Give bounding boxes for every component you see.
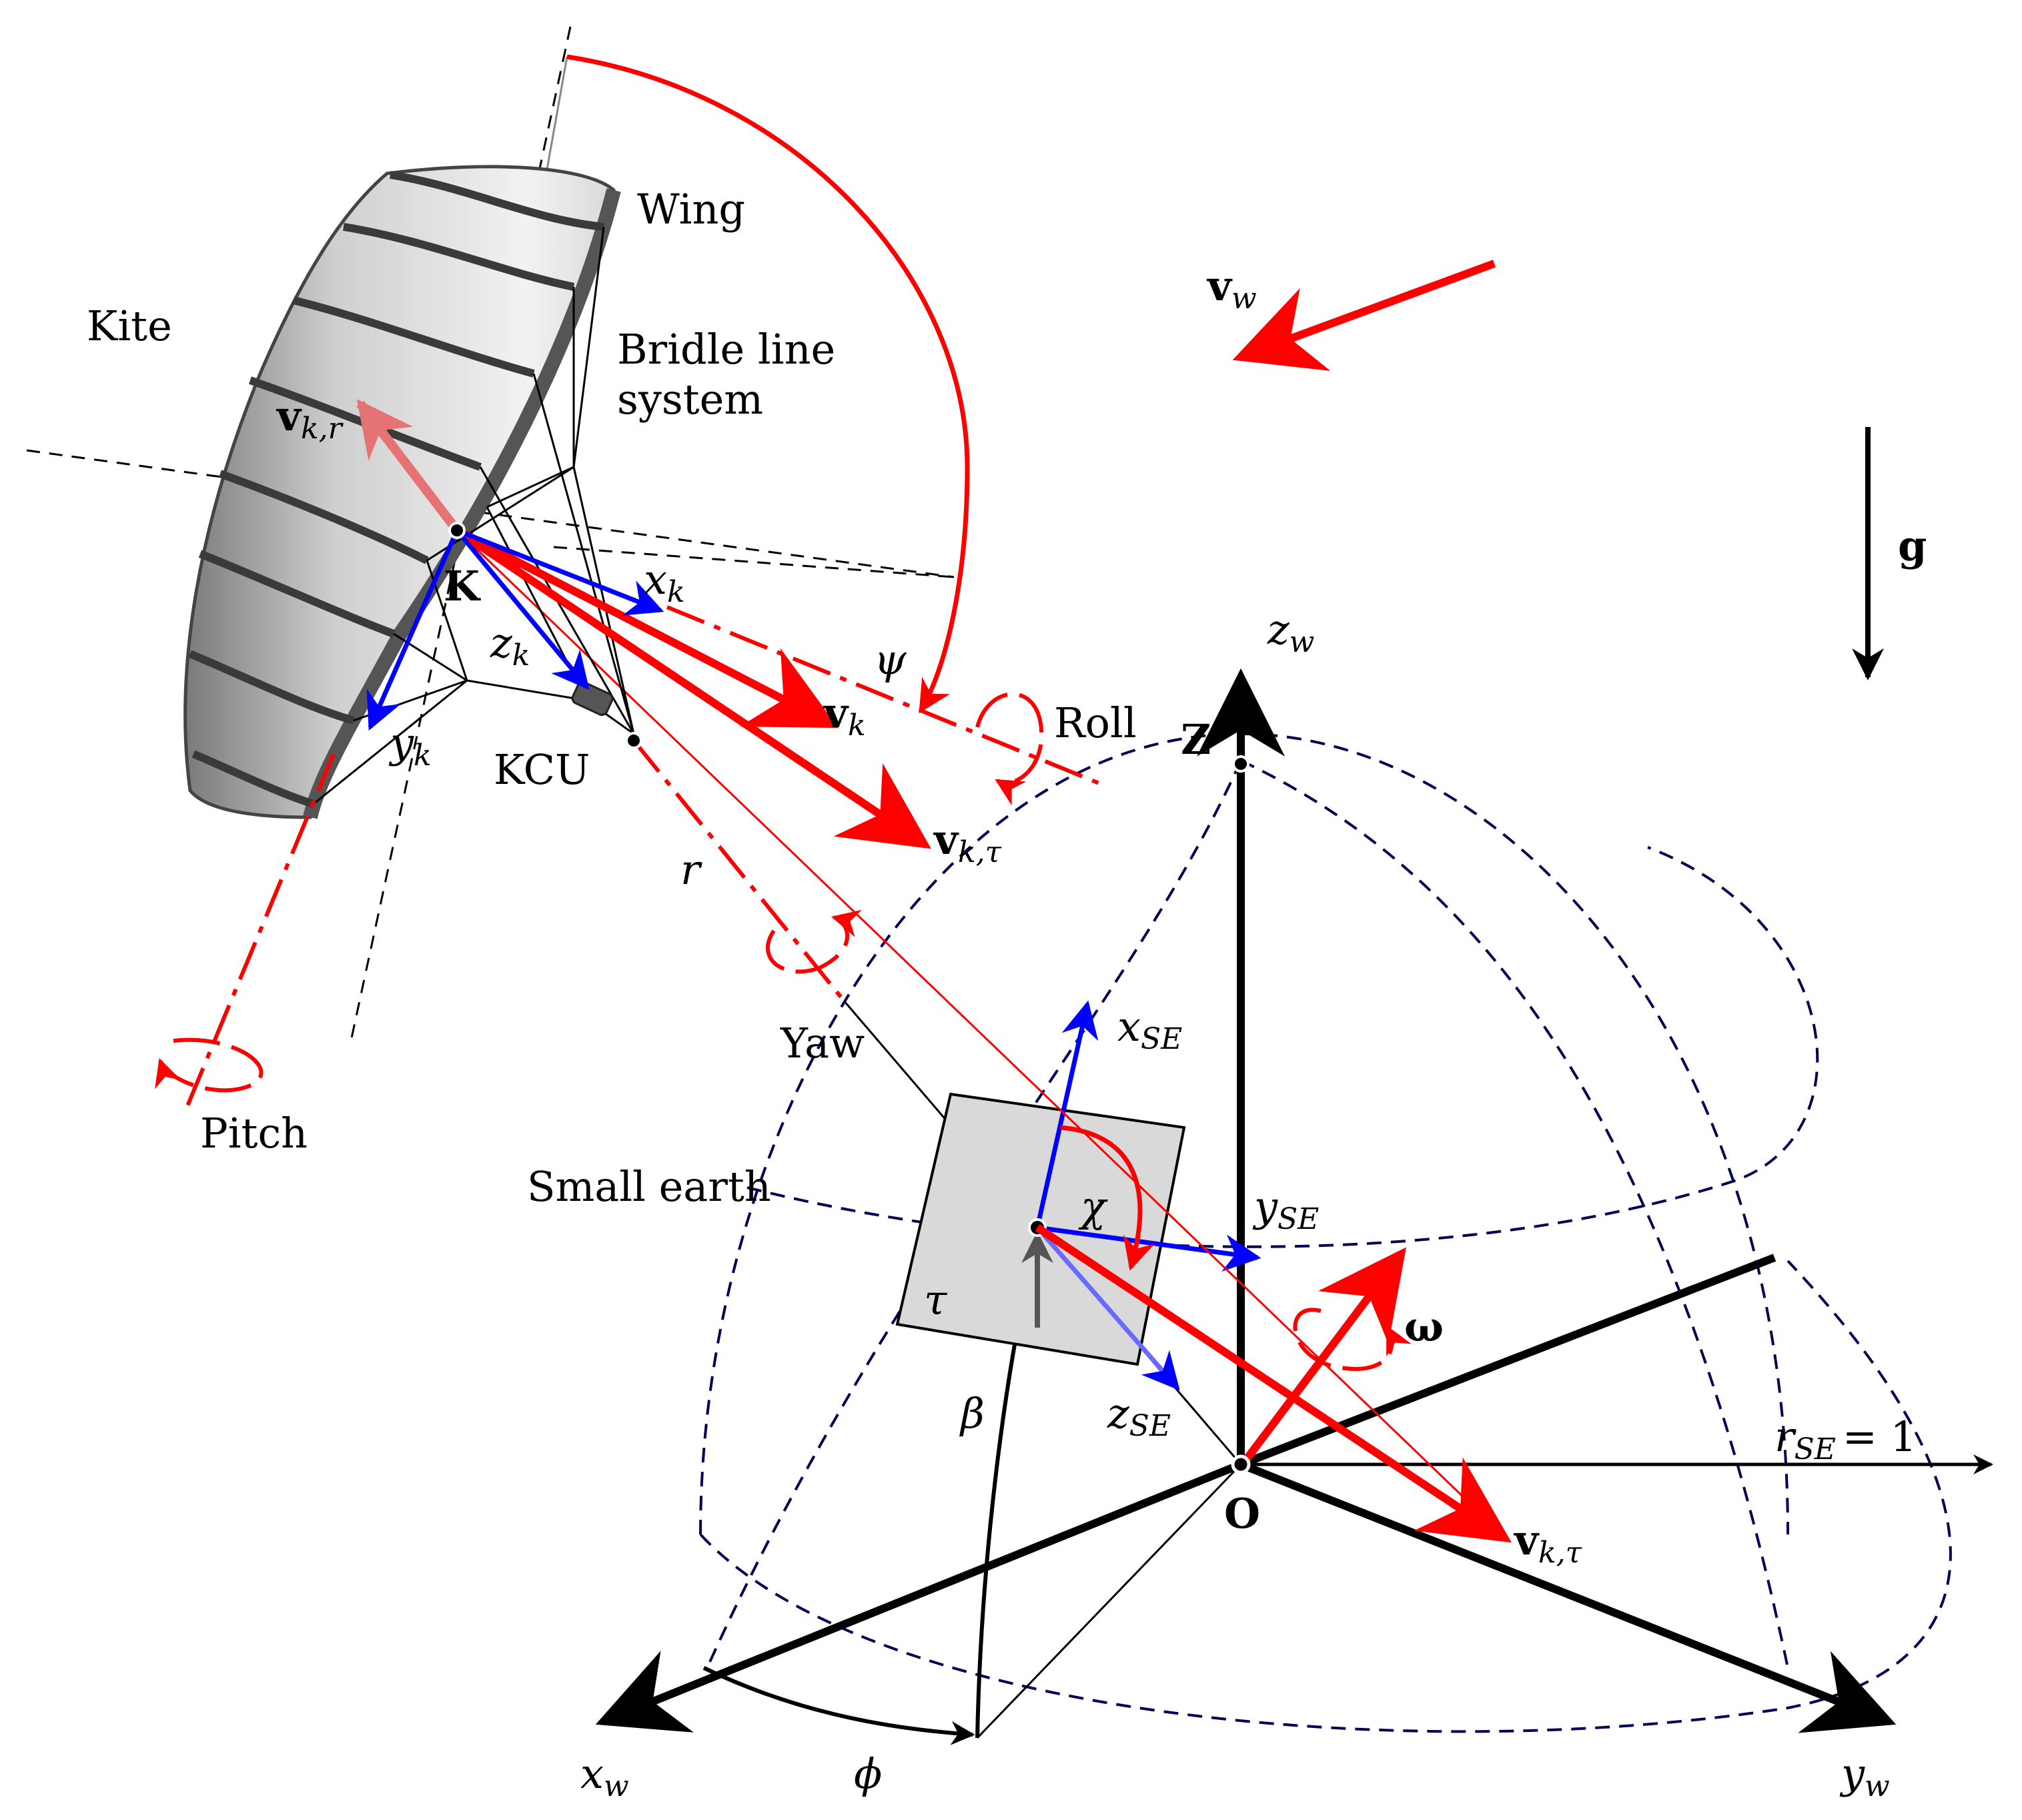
kite-frame: [366, 528, 664, 731]
wind-frame: [595, 668, 1993, 1745]
psi-reference-dashed: [553, 546, 955, 578]
bridle-label-line2: system: [617, 375, 763, 424]
kite-struts: [188, 171, 604, 808]
tau-label: τ: [924, 1276, 948, 1324]
x-k-axis: [456, 528, 664, 616]
v-k-arrow: [455, 526, 839, 729]
v-k-tau-lower-label: vk,τ: [1513, 1516, 1582, 1570]
v-k-r-arrow: [356, 399, 461, 534]
bridle-label-line1: Bridle line: [617, 325, 835, 374]
wing-label: Wing: [637, 185, 745, 234]
y-k-label: yk: [388, 719, 432, 773]
z-k-label: zk: [490, 618, 530, 672]
kcu-label: KCU: [494, 745, 590, 794]
point-k-label: K: [444, 562, 481, 610]
v-w-arrow: [1232, 260, 1496, 371]
chi-label: χ: [1078, 1182, 1108, 1231]
z-se-label: zSE: [1107, 1389, 1171, 1443]
z-w-label: zw: [1267, 605, 1314, 659]
v-k-r-label: vk,r: [276, 392, 344, 446]
roll-label: Roll: [1054, 699, 1137, 747]
yaw-axis: [632, 739, 846, 1002]
small-earth-sphere: [699, 732, 1952, 1733]
v-k-label: vk: [823, 689, 866, 743]
x-se-label: xSE: [1117, 1002, 1182, 1056]
thin-red-guide: [452, 526, 1469, 1502]
omega-arrow: [1243, 1247, 1406, 1462]
x-w-label: xw: [580, 1749, 629, 1803]
v-k-tau-upper-arrow: [454, 527, 931, 849]
velocity-vectors: [452, 260, 1512, 1543]
roll-rotation: [975, 692, 1044, 806]
v-k-tau-lower-arrow: [1035, 1224, 1512, 1543]
x-k-label: xk: [644, 555, 685, 609]
kite-horizon-dashed: [26, 449, 955, 578]
phi-label: ϕ: [854, 1749, 882, 1798]
chi-arc: [1060, 1125, 1155, 1271]
point-o-dot: [1231, 1454, 1251, 1474]
omega-rotation: [1293, 1308, 1412, 1371]
tether-length-label: r: [680, 845, 702, 894]
pitch-rotation: [155, 1037, 264, 1093]
v-k-tau-upper-label: vk,τ: [933, 815, 1002, 869]
y-w-label: yw: [1839, 1749, 1890, 1803]
small-earth-label: Small earth: [527, 1162, 771, 1211]
y-k-axis: [366, 529, 460, 731]
kite-label: Kite: [87, 302, 172, 350]
point-z-label: Z: [1181, 715, 1211, 764]
psi-label: ψ: [874, 635, 907, 684]
kcu-box: [571, 680, 614, 717]
sphere-parallel: [746, 846, 1819, 1248]
neg-y-w-axis: [1239, 1254, 1777, 1468]
z-se-axis: [1035, 1226, 1180, 1391]
v-w-label: vw: [1206, 262, 1257, 316]
kite: [26, 26, 955, 1045]
y-w-axis: [1239, 1460, 1897, 1733]
beta-label: β: [959, 1389, 985, 1438]
ground-projection: [976, 1463, 1242, 1739]
psi-arc: [566, 54, 970, 714]
omega-label: ω: [1404, 1302, 1444, 1351]
z-k-axis: [455, 528, 590, 691]
kcu-dot: [625, 732, 642, 749]
kite-velocities: [155, 54, 1102, 1109]
yaw-label: Yaw: [780, 1019, 865, 1067]
r-se-label: rSE= 1: [1775, 1412, 1917, 1466]
gravity-label: g: [1898, 522, 1927, 570]
kite-vertical-dashed: [349, 26, 572, 1045]
x-se-axis: [1035, 1000, 1099, 1228]
yaw-rotation: [766, 909, 862, 974]
point-z-dot: [1232, 755, 1249, 773]
point-k-dot: [448, 522, 466, 539]
pitch-label: Pitch: [200, 1109, 308, 1158]
y-se-label: ySE: [1252, 1182, 1319, 1236]
x-w-axis: [595, 1460, 1243, 1733]
tangent-plane: [895, 1000, 1261, 1391]
roll-axis: [666, 605, 1102, 786]
pitch-axis: [185, 753, 336, 1109]
point-o-label: O: [1224, 1489, 1260, 1538]
phi-arc: [702, 1666, 975, 1745]
